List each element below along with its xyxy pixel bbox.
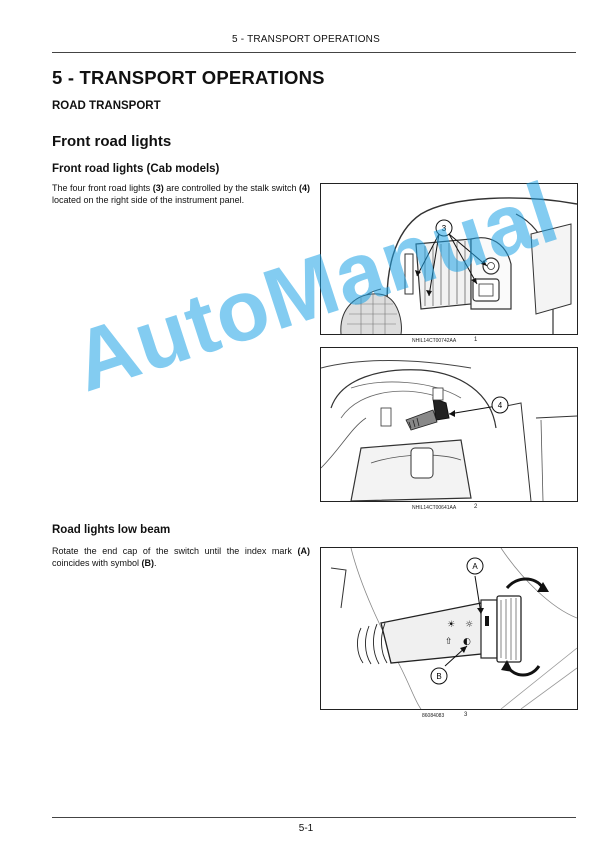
tractor-front-illustration: 3 — [340, 197, 577, 334]
figure-stalk-switch: 4 — [320, 347, 578, 502]
reference-b: (B) — [141, 557, 155, 568]
symbol-parking-icon: ☀ — [447, 620, 455, 630]
text-segment: coincides with symbol — [52, 557, 142, 568]
reference-a: (A) — [297, 546, 311, 556]
text-segment: The four front road lights — [52, 183, 153, 193]
topic-title-low-beam: Road lights low beam — [52, 524, 171, 536]
header-rule — [52, 52, 576, 53]
paragraph-low-beam: Rotate the end cap of the switch until t… — [52, 546, 310, 569]
figure-end-cap: ☀ ☼ ⇧ ◐ A B — [320, 547, 578, 710]
paragraph-front-lights: The four front road lights (3) are contr… — [52, 183, 310, 206]
subsection-title: Front road lights — [52, 133, 172, 150]
footer-rule — [52, 817, 576, 818]
instrument-panel-illustration: 4 — [321, 360, 577, 501]
figure-2-index: 2 — [474, 504, 478, 510]
figure-1-code: NHIL14CT00742AA — [412, 338, 457, 344]
chapter-title: 5 - TRANSPORT OPERATIONS — [52, 67, 325, 88]
switch-end-cap-illustration: ☀ ☼ ⇧ ◐ A B — [330, 548, 577, 709]
callout-4: 4 — [498, 401, 503, 410]
callout-a: A — [472, 562, 478, 571]
rotate-arrow-icon — [537, 582, 549, 592]
text-segment: located on the right side of the instrum… — [52, 194, 245, 205]
figure-3-index: 3 — [464, 712, 468, 718]
text-segment: Rotate the end cap of the switch until t… — [52, 546, 298, 556]
figure-front-lights: 3 — [320, 183, 578, 335]
callout-3: 3 — [442, 224, 447, 233]
text-segment: are controlled by the stalk switch — [163, 183, 299, 193]
callout-b: B — [436, 672, 441, 681]
figure-1-index: 1 — [474, 337, 478, 343]
reference-3: (3) — [152, 183, 164, 193]
text-segment: . — [154, 557, 157, 568]
symbol-beam-icon: ◐ — [463, 637, 471, 647]
figure-2-code: NHIL14CT00641AA — [412, 505, 457, 511]
figure-3-code: 86084083 — [422, 713, 445, 719]
section-title: ROAD TRANSPORT — [52, 100, 161, 112]
page-number: 5-1 — [298, 823, 314, 834]
topic-title-cab-models: Front road lights (Cab models) — [52, 163, 220, 175]
rotate-arrow-icon — [501, 660, 513, 672]
running-header: 5 - TRANSPORT OPERATIONS — [232, 34, 380, 45]
reference-4: (4) — [299, 183, 310, 193]
symbol-indicator-icon: ⇧ — [445, 637, 453, 647]
symbol-low-beam-icon: ☼ — [465, 620, 473, 630]
